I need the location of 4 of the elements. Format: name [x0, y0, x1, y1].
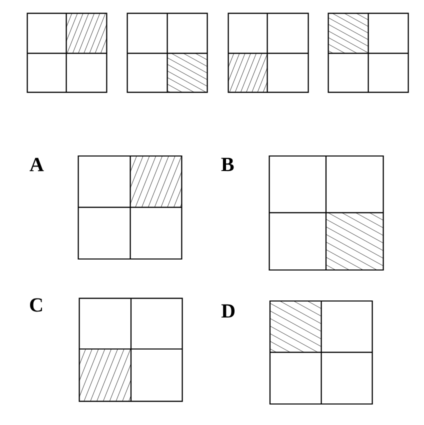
option-letter: D: [221, 304, 235, 318]
option-letter: C: [30, 298, 42, 312]
option-letter: B: [221, 158, 234, 172]
option-letter: A: [30, 158, 44, 172]
